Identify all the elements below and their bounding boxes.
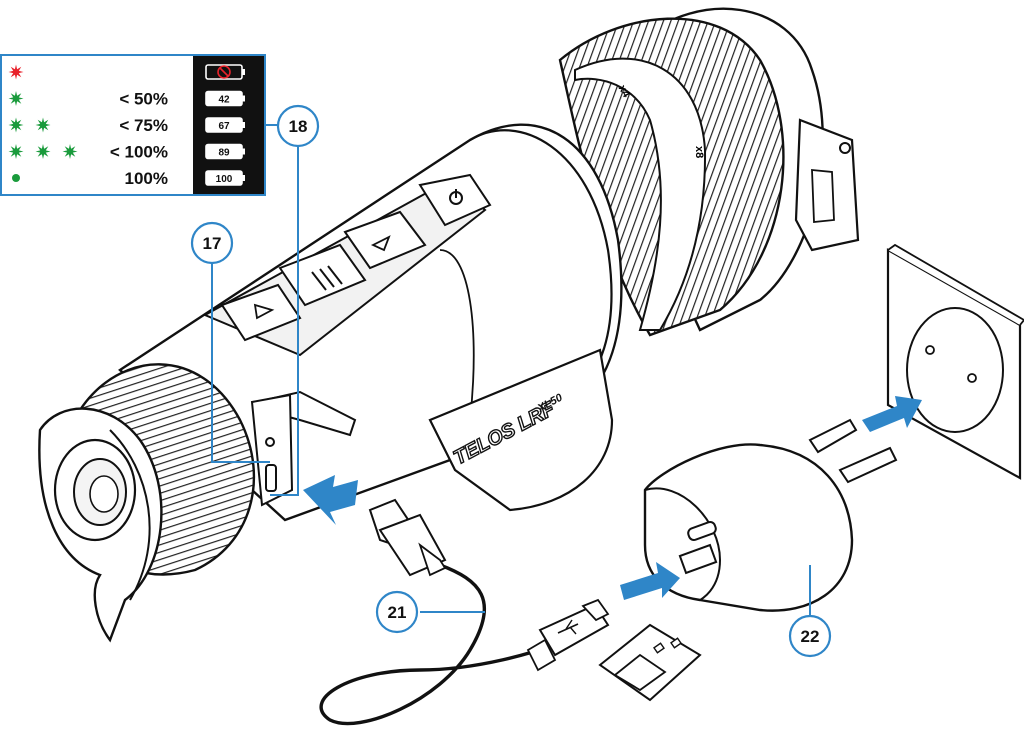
svg-text:17: 17 [203,234,222,253]
svg-text:21: 21 [388,603,407,622]
usb-port-area [250,393,294,507]
socket-face [906,307,1004,433]
led-dot-icon [12,174,20,182]
wall-socket [886,243,1024,480]
menu-icon [311,265,343,291]
legend-label: 100% [125,169,168,188]
callout-18: 18 [276,104,320,148]
charge-led [265,437,275,447]
down-arrow-icon [253,303,275,320]
ring-mark-x8: x8 [693,146,705,158]
thermal-monocular: x4 x8 TELOS LRF XL50 [38,7,860,643]
led-star-icon [8,117,24,133]
usb-c-plug[interactable] [368,498,447,577]
arrow-to-charger [620,562,680,600]
cable-wire [319,563,546,726]
legend-row: < 75% 67 [8,116,245,135]
arrow-to-device [303,475,358,525]
up-button[interactable] [343,210,427,270]
led-star-icon [8,64,24,80]
led-star-icon [35,117,51,133]
legend-row: < 50% 42 [8,90,245,109]
up-arrow-icon [370,235,391,252]
battery-level-badge: 100 [216,174,233,185]
callout-21: 21 [375,590,419,634]
legend-label: < 100% [110,143,168,162]
callout-17: 17 [190,221,234,265]
no-battery-icon [217,65,231,79]
callout-22: 22 [788,614,832,658]
battery-legend: < 50% 42 < 75% 67 < 100% 89 100% 100 [0,54,266,196]
power-button[interactable] [418,173,492,227]
callout-lines [211,124,811,615]
usb-cable [319,498,702,726]
usb-port[interactable] [265,464,277,492]
usb-icon [557,619,579,635]
charger-body [643,443,854,612]
brand-plate [428,348,614,512]
svg-text:18: 18 [289,117,308,136]
led-star-icon [62,144,78,159]
callout-18-line [270,145,299,496]
charger-usb-c-port[interactable] [687,520,717,542]
led-star-icon [8,144,24,159]
battery-level-badge: 67 [218,121,230,132]
charger-prong-2 [838,446,898,484]
usb-c-connector-end[interactable] [526,598,610,672]
charger-usb-a-port[interactable] [678,543,718,575]
legend-label: < 75% [119,116,168,135]
down-button[interactable] [220,283,302,342]
wall-charger [643,418,898,612]
legend-row: 100% 100 [12,169,245,188]
led-star-icon [35,144,51,159]
menu-button[interactable] [278,243,367,307]
zoom-ring-band [574,57,707,331]
callout-17-line [211,260,270,463]
usb-a-adapter[interactable] [598,623,702,702]
charger-prong-1 [808,418,858,454]
led-star-icon [8,91,24,106]
battery-level-badge: 42 [218,95,230,106]
arrow-to-socket [862,396,922,432]
legend-row: < 100% 89 [8,143,245,162]
svg-text:22: 22 [801,627,820,646]
battery-level-badge: 89 [218,148,230,159]
legend-label: < 50% [119,90,168,109]
blue-arrow-icon [303,396,922,600]
legend-row [8,64,245,80]
